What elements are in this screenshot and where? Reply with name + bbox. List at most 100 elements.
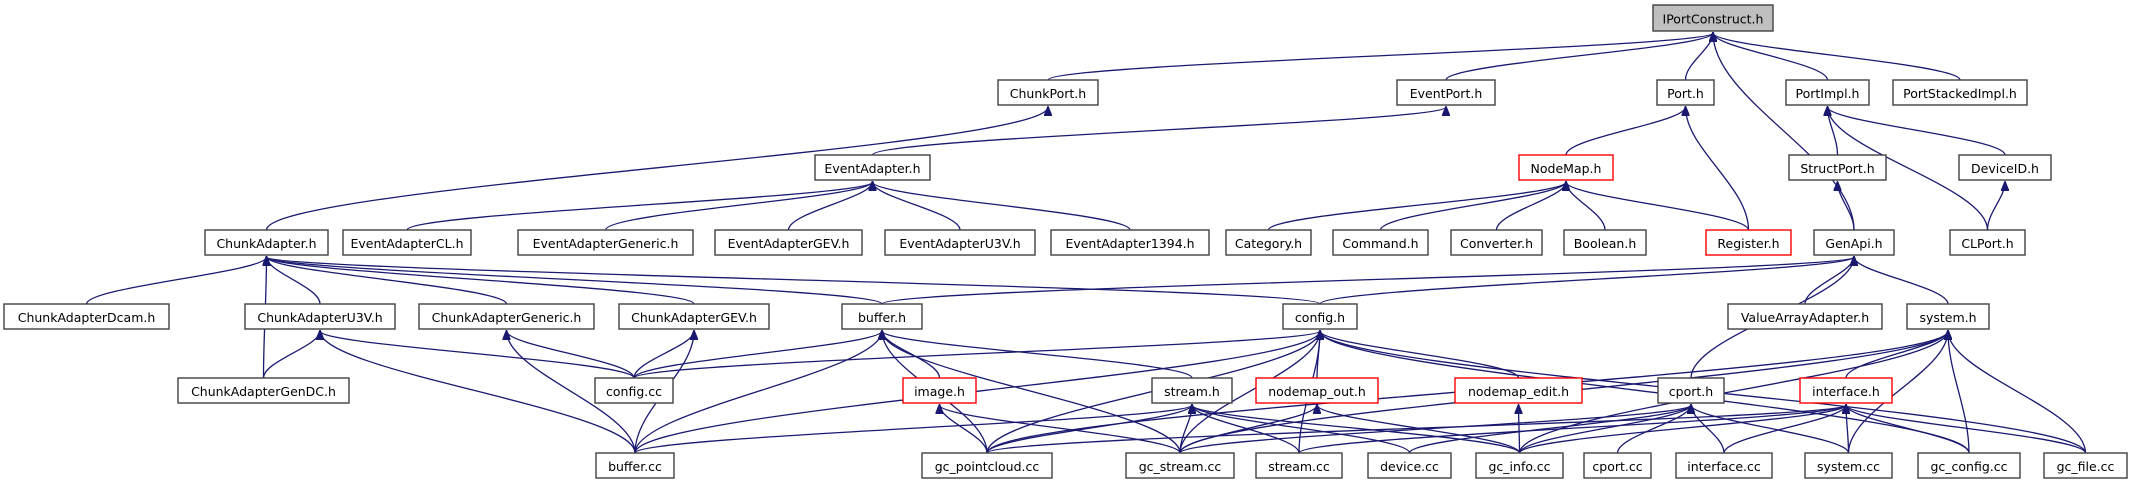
node-register[interactable]: Register.h [1705,229,1792,256]
node-box-category[interactable] [1225,229,1312,256]
node-box-eventport[interactable] [1396,79,1496,106]
node-box-nodemapedit[interactable] [1454,377,1583,404]
node-nodemapedit[interactable]: nodemap_edit.h [1454,377,1583,404]
node-eventadapter[interactable]: EventAdapter.h [814,154,931,181]
node-streamh[interactable]: stream.h [1151,377,1233,404]
node-chunkport[interactable]: ChunkPort.h [997,79,1099,106]
node-box-command[interactable] [1332,229,1429,256]
node-box-deviceid[interactable] [1958,154,2052,181]
node-box-port[interactable] [1656,79,1715,106]
node-configh[interactable]: config.h [1282,303,1358,330]
node-category[interactable]: Category.h [1225,229,1312,256]
node-box-gcstream[interactable] [1125,452,1235,479]
node-box-chunkadaptergev[interactable] [618,303,770,330]
node-box-cportcc[interactable] [1583,452,1652,479]
node-devicecc[interactable]: device.cc [1367,452,1452,479]
node-nodemap[interactable]: NodeMap.h [1518,154,1614,181]
node-box-chunkadapteru3v[interactable] [244,303,396,330]
node-cporth[interactable]: cport.h [1657,377,1725,404]
node-box-systemcc[interactable] [1804,452,1893,479]
node-iportconstruct[interactable]: IPortConstruct.h [1652,4,1774,32]
node-box-bufferh[interactable] [841,303,923,330]
node-eventadapteru3v[interactable]: EventAdapterU3V.h [884,229,1036,256]
node-gcpointcloud[interactable]: gc_pointcloud.cc [921,452,1053,479]
node-box-gcfile[interactable] [2043,452,2128,479]
node-box-cporth[interactable] [1657,377,1725,404]
node-gcfile[interactable]: gc_file.cc [2043,452,2128,479]
node-systemcc[interactable]: system.cc [1804,452,1893,479]
node-boolean[interactable]: Boolean.h [1563,229,1647,256]
node-portimpl[interactable]: PortImpl.h [1785,79,1870,106]
node-gcinfo[interactable]: gc_info.cc [1475,452,1564,479]
node-chunkadaptergendc[interactable]: ChunkAdapterGenDC.h [177,377,350,404]
node-box-buffercc[interactable] [595,452,675,479]
node-box-boolean[interactable] [1563,229,1647,256]
node-systemh[interactable]: system.h [1906,303,1990,330]
node-eventadaptergev[interactable]: EventAdapterGEV.h [714,229,863,256]
node-box-eventadaptergeneric[interactable] [517,229,694,256]
node-interfacecc[interactable]: interface.cc [1675,452,1773,479]
node-buffercc[interactable]: buffer.cc [595,452,675,479]
node-deviceid[interactable]: DeviceID.h [1958,154,2052,181]
node-gcconfig[interactable]: gc_config.cc [1917,452,2021,479]
node-streamcc[interactable]: stream.cc [1255,452,1343,479]
node-box-portstackedimpl[interactable] [1892,79,2028,106]
node-configcc[interactable]: config.cc [594,377,674,404]
node-imageh[interactable]: image.h [902,377,977,404]
node-converter[interactable]: Converter.h [1450,229,1543,256]
node-box-gcinfo[interactable] [1475,452,1564,479]
node-chunkadaptergeneric[interactable]: ChunkAdapterGeneric.h [418,303,595,330]
node-box-eventadaptercl[interactable] [342,229,472,256]
node-box-eventadapteru3v[interactable] [884,229,1036,256]
node-genapi[interactable]: GenApi.h [1813,229,1895,256]
node-gcstream[interactable]: gc_stream.cc [1125,452,1235,479]
node-chunkadapter[interactable]: ChunkAdapter.h [204,229,329,256]
node-box-chunkadapter[interactable] [204,229,329,256]
node-box-gcconfig[interactable] [1917,452,2021,479]
node-chunkadaptergev[interactable]: ChunkAdapterGEV.h [618,303,770,330]
node-box-streamcc[interactable] [1255,452,1343,479]
node-eventport[interactable]: EventPort.h [1396,79,1496,106]
node-box-register[interactable] [1705,229,1792,256]
node-port[interactable]: Port.h [1656,79,1715,106]
node-box-interfacecc[interactable] [1675,452,1773,479]
node-box-nodemap[interactable] [1518,154,1614,181]
node-structport[interactable]: StructPort.h [1788,154,1887,181]
node-box-streamh[interactable] [1151,377,1233,404]
node-eventadaptercl[interactable]: EventAdapterCL.h [342,229,472,256]
node-box-interfaceh[interactable] [1799,377,1893,404]
node-eventadaptergeneric[interactable]: EventAdapterGeneric.h [517,229,694,256]
node-command[interactable]: Command.h [1332,229,1429,256]
node-chunkadapteru3v[interactable]: ChunkAdapterU3V.h [244,303,396,330]
node-box-imageh[interactable] [902,377,977,404]
node-box-configh[interactable] [1282,303,1358,330]
node-box-eventadapter1394[interactable] [1050,229,1210,256]
node-box-chunkadaptergendc[interactable] [177,377,350,404]
node-box-genapi[interactable] [1813,229,1895,256]
node-bufferh[interactable]: buffer.h [841,303,923,330]
node-chunkadapterdcam[interactable]: ChunkAdapterDcam.h [3,303,170,330]
node-box-gcpointcloud[interactable] [921,452,1053,479]
node-box-chunkadapterdcam[interactable] [3,303,170,330]
node-portstackedimpl[interactable]: PortStackedImpl.h [1892,79,2028,106]
node-box-converter[interactable] [1450,229,1543,256]
node-eventadapter1394[interactable]: EventAdapter1394.h [1050,229,1210,256]
node-box-chunkadaptergeneric[interactable] [418,303,595,330]
node-nodemapout[interactable]: nodemap_out.h [1255,377,1379,404]
node-box-systemh[interactable] [1906,303,1990,330]
node-clport[interactable]: CLPort.h [1949,229,2026,256]
node-box-iportconstruct[interactable] [1652,4,1774,32]
node-box-valuearrayadapter[interactable] [1727,303,1883,330]
node-box-eventadaptergev[interactable] [714,229,863,256]
node-interfaceh[interactable]: interface.h [1799,377,1893,404]
node-cportcc[interactable]: cport.cc [1583,452,1652,479]
node-box-portimpl[interactable] [1785,79,1870,106]
node-box-chunkport[interactable] [997,79,1099,106]
node-box-devicecc[interactable] [1367,452,1452,479]
node-valuearrayadapter[interactable]: ValueArrayAdapter.h [1727,303,1883,330]
node-box-nodemapout[interactable] [1255,377,1379,404]
node-box-clport[interactable] [1949,229,2026,256]
node-box-eventadapter[interactable] [814,154,931,181]
node-box-configcc[interactable] [594,377,674,404]
node-box-structport[interactable] [1788,154,1887,181]
